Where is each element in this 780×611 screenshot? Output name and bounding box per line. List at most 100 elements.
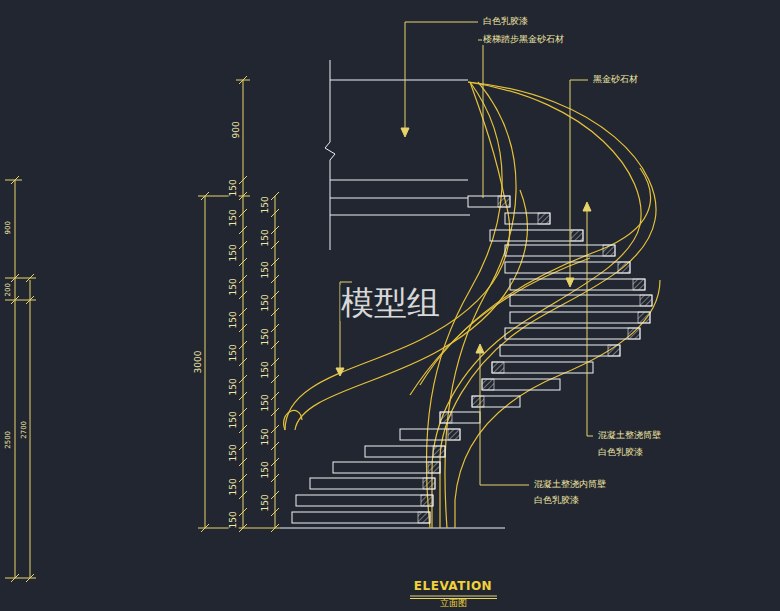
dimension-ticks — [271, 308, 279, 316]
dimension-ticks — [271, 442, 279, 450]
dimension-ticks — [271, 209, 279, 217]
dimension-text: 150 — [229, 377, 239, 396]
material-note: 楼梯踏步黑金砂石材 — [482, 35, 565, 45]
dimension-text: 150 — [261, 493, 271, 512]
stair-treads — [505, 262, 630, 273]
dimension-ticks — [26, 574, 34, 582]
material-note: 混凝土整浇筒壁 — [597, 431, 662, 441]
dimension-ticks — [271, 258, 279, 266]
stair-treads — [492, 362, 504, 373]
stair-treads — [472, 396, 484, 407]
dimension-ticks — [201, 192, 209, 200]
dimension-ticks — [239, 291, 247, 299]
floor-slab — [330, 80, 468, 81]
dimension-text: 150 — [261, 260, 271, 279]
dimension-ticks — [271, 192, 279, 200]
stair-treads — [433, 446, 445, 457]
dimension-ticks — [271, 192, 279, 200]
dimension-ticks — [239, 275, 247, 283]
dimension-ticks — [239, 442, 247, 450]
dimension-ticks — [11, 176, 19, 184]
dimension-text: 200 — [5, 282, 13, 297]
floor-slab — [330, 198, 468, 199]
stair-treads — [500, 345, 620, 356]
floor-slab — [280, 60, 505, 528]
floor-slab — [330, 180, 468, 181]
drawing-caption: 立面图 — [439, 599, 468, 609]
dimension-ticks — [239, 425, 247, 433]
leader-lines — [566, 278, 574, 287]
stair-treads — [510, 312, 650, 323]
stair-treads — [421, 495, 433, 506]
dimension-text: 900 — [232, 120, 242, 139]
dimension-text: 150 — [261, 327, 271, 346]
dimension-text: 150 — [229, 178, 239, 197]
dimension-lines — [5, 180, 22, 181]
stair-stringers — [285, 82, 510, 430]
dimension-ticks — [239, 308, 247, 316]
dimension-ticks — [239, 258, 247, 266]
dimension-ticks — [239, 226, 247, 234]
dimension-text: 150 — [229, 277, 239, 296]
dimension-lines — [5, 578, 36, 579]
dimension-ticks — [11, 274, 19, 282]
title-underline — [410, 596, 497, 597]
stair-treads — [418, 512, 430, 523]
dimension-ticks — [271, 291, 279, 299]
stair-treads — [608, 345, 620, 356]
dimension-ticks — [271, 275, 279, 283]
dimension-text: 150 — [261, 427, 271, 446]
dimension-ticks — [239, 209, 247, 217]
material-note: 白色乳胶漆 — [533, 496, 580, 506]
dimension-text: 150 — [261, 228, 271, 247]
dimension-lines — [5, 300, 36, 301]
stair-treads — [333, 462, 440, 473]
dimension-ticks — [239, 458, 247, 466]
leader-lines — [336, 22, 593, 485]
dimension-text: 2700 — [21, 420, 29, 440]
leader-lines — [401, 128, 409, 137]
dimension-ticks — [271, 241, 279, 249]
leader-lines — [480, 348, 529, 485]
stair-treads — [490, 230, 583, 241]
dimension-text: 150 — [229, 443, 239, 462]
stair-treads — [571, 230, 583, 241]
dimension-ticks — [26, 296, 34, 304]
dimension-text: 150 — [229, 310, 239, 329]
dimension-ticks — [271, 375, 279, 383]
dimension-ticks — [271, 226, 279, 234]
dimension-lines — [15, 180, 16, 578]
leader-lines — [336, 368, 344, 376]
dimension-ticks — [239, 508, 247, 516]
material-note: 白色乳胶漆 — [482, 17, 529, 27]
stair-treads — [472, 396, 520, 407]
dimension-ticks — [239, 375, 247, 383]
dimension-ticks — [271, 408, 279, 416]
leader-lines — [476, 344, 484, 353]
floor-slab — [280, 528, 505, 529]
dimension-text: 2500 — [5, 430, 13, 450]
stair-treads — [482, 379, 494, 390]
dimension-text: 150 — [261, 195, 271, 214]
drawing-title: ELEVATION — [413, 580, 493, 593]
dimension-ticks — [271, 474, 279, 482]
dimension-text: 150 — [261, 360, 271, 379]
stair-treads — [505, 245, 615, 256]
dimension-text: 150 — [229, 208, 239, 227]
dimension-text: 150 — [229, 343, 239, 362]
leader-lines — [583, 202, 591, 211]
dimension-ticks — [271, 425, 279, 433]
stair-treads — [310, 478, 435, 489]
stair-treads — [633, 279, 645, 290]
leader-lines — [587, 206, 593, 436]
stair-treads — [510, 279, 645, 290]
dimension-ticks — [271, 324, 279, 332]
stair-treads — [292, 512, 430, 523]
dimension-lines — [30, 280, 31, 578]
floor-slab — [325, 60, 335, 250]
stair-treads — [603, 245, 615, 256]
dimension-ticks — [26, 274, 34, 282]
material-note: 白色乳胶漆 — [597, 448, 644, 458]
dimension-ticks — [239, 192, 247, 200]
leader-lines — [405, 22, 478, 132]
